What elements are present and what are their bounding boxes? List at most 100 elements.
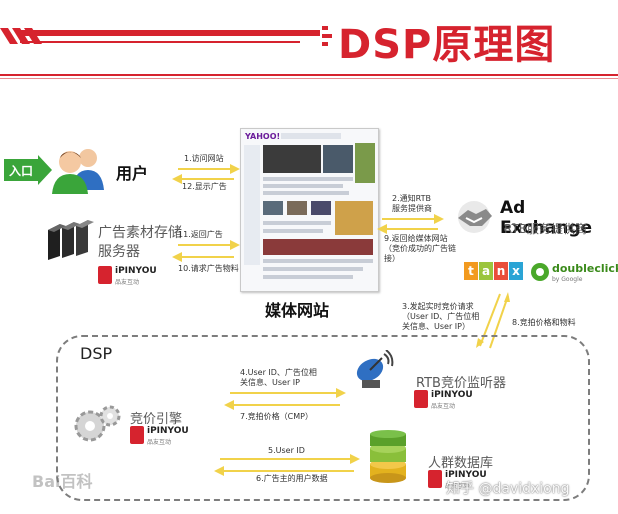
arrowhead-left-icon (214, 466, 224, 476)
doubleclick-icon (531, 263, 549, 281)
handshake-icon (458, 201, 492, 233)
server-icon (48, 220, 94, 260)
thumbnail (263, 201, 283, 215)
text-line (263, 275, 353, 279)
rtb-monitor-label: RTB竞价监听器 (416, 376, 506, 391)
ipinyou-mark-icon (130, 426, 144, 444)
header-bar-thin (20, 41, 300, 43)
text-line (263, 267, 363, 271)
text-line (263, 177, 353, 181)
header-divider-thin (0, 78, 618, 79)
text-line (263, 229, 323, 233)
arrowhead-right-icon (336, 388, 346, 398)
ipinyou-sub: 品友互动 (445, 483, 470, 490)
watermark-baike: Bai百科 (32, 472, 93, 491)
arrowhead-right-icon (230, 240, 240, 250)
tanx-letter: a (479, 262, 493, 280)
user-label: 用户 (116, 164, 149, 183)
database-icon (370, 430, 406, 483)
ipinyou-mark-icon (98, 266, 112, 284)
arrow-step-7 (230, 404, 340, 406)
bidder-label: 竞价引擎 (130, 412, 183, 427)
gears-icon (74, 405, 121, 442)
step-8-label: 8.竞拍价格和物料 (512, 318, 576, 327)
step-3-label-line3: 关信息、User IP） (402, 322, 470, 331)
text-line (263, 221, 331, 225)
video-strip (263, 239, 373, 255)
ipinyou-brand: iPINYOU (115, 266, 157, 276)
arrow-step-9 (382, 228, 438, 230)
thumbnail (287, 201, 307, 215)
step-9-label-line3: 接） (384, 254, 400, 263)
text-line (263, 191, 349, 195)
ad-box (335, 201, 373, 235)
news-photo-2 (323, 145, 353, 173)
tanx-letter: t (464, 262, 478, 280)
ipinyou-sub: 品友互动 (431, 403, 456, 410)
page-title: DSP原理图 (338, 22, 556, 68)
arrow-step-12 (178, 178, 234, 180)
search-bar (281, 133, 341, 139)
arrow-step-1 (178, 168, 234, 170)
arrowhead-right-icon (350, 454, 360, 464)
arrows-step-3-8 (476, 292, 510, 349)
text-line (263, 259, 373, 263)
thumbnail (311, 201, 331, 215)
users-icon (52, 149, 104, 194)
arrow-step-6 (220, 470, 354, 472)
header-bar (20, 30, 320, 36)
ipinyou-sub: 品友互动 (115, 279, 140, 286)
step-2-label-line2: 服务提供商 (392, 204, 432, 213)
ad-banner (355, 143, 375, 183)
arrowhead-left-icon (377, 224, 387, 234)
step-6-label: 6.广告主的用户数据 (256, 474, 328, 483)
adexchange-title: Ad Exchange (500, 198, 593, 238)
arrowhead-left-icon (224, 400, 234, 410)
step-10-label: 10.请求广告物料 (178, 264, 239, 273)
arrow-step-11 (178, 244, 234, 246)
media-website-screenshot: YAHOO! (240, 128, 379, 292)
satellite-dish-icon (356, 350, 394, 388)
step-1-label: 1.访问网站 (184, 154, 224, 163)
arrow-step-2 (382, 218, 438, 220)
ipinyou-logo: iPINYOU 品友互动 (414, 390, 484, 410)
ipinyou-logo: iPINYOU 品友互动 (130, 426, 200, 446)
step-9-label-line1: 9.返回给媒体网站 (384, 234, 448, 243)
arrow-step-5 (220, 458, 354, 460)
step-2-label-line1: 2.通知RTB (392, 194, 431, 203)
arrowhead-right-icon (230, 164, 240, 174)
website-label: 媒体网站 (265, 301, 330, 320)
arrowhead-left-icon (172, 174, 182, 184)
news-photo-1 (263, 145, 321, 173)
step-4-label-line2: 关信息、User IP (240, 378, 300, 387)
step-3-label-line1: 3.发起实时竞价请求 (402, 302, 474, 311)
tanx-letter: x (509, 262, 523, 280)
yahoo-logo: YAHOO! (245, 132, 281, 141)
tanx-logo: t a n x (464, 262, 524, 282)
adexchange-subtitle: RTB服务提供商 (504, 222, 588, 236)
arrowhead-right-icon (434, 214, 444, 224)
header-divider (0, 74, 618, 76)
tanx-letter: n (494, 262, 508, 280)
step-12-label: 12.显示广告 (182, 182, 227, 191)
ipinyou-logo: iPINYOU 品友互动 (428, 470, 498, 490)
entry-label: 入口 (9, 164, 34, 178)
step-4-label-line1: 4.User ID、广告位相 (240, 368, 317, 377)
ipinyou-logo: iPINYOU 品友互动 (98, 266, 168, 286)
storage-label-line1: 广告素材存储 (98, 225, 182, 241)
side-nav (244, 145, 260, 265)
step-7-label: 7.竞拍价格（CMP） (240, 412, 313, 421)
step-11-label: 11.返回广告 (178, 230, 223, 239)
doubleclick-label: doubleclick (552, 262, 618, 275)
ipinyou-brand: iPINYOU (431, 390, 473, 400)
step-9-label-line2: （竞价成功的广告链 (384, 244, 456, 253)
text-line (263, 184, 343, 188)
ipinyou-mark-icon (428, 470, 442, 488)
storage-label-line2: 服务器 (98, 244, 140, 260)
ipinyou-sub: 品友互动 (147, 439, 172, 446)
dsp-label: DSP (80, 344, 113, 363)
doubleclick-sub: by Google (552, 276, 583, 283)
watermark-zhihu: 知乎 @davidxiong (446, 481, 570, 497)
arrowhead-left-icon (172, 252, 182, 262)
ipinyou-mark-icon (414, 390, 428, 408)
